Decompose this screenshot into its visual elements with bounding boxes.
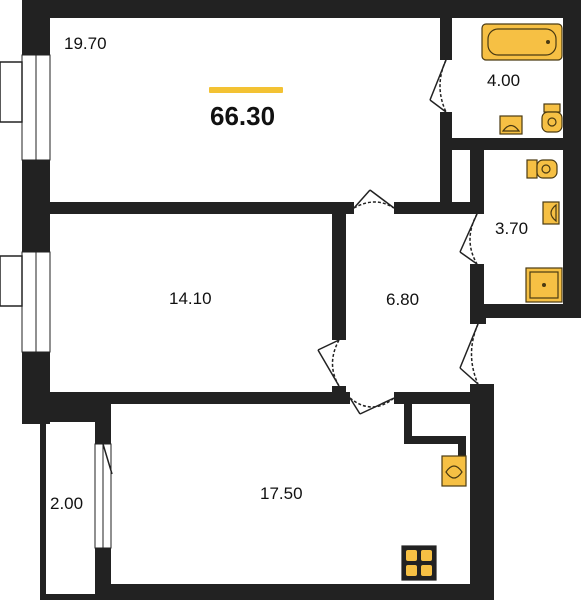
room-area-living: 19.70 xyxy=(64,34,107,53)
wc-bottom-wall xyxy=(470,304,581,318)
room-area-hall: 6.80 xyxy=(386,290,420,309)
living-bottom-wall2 xyxy=(394,202,476,214)
room-area-bedroom: 14.10 xyxy=(169,289,212,308)
bedroom-right-wall xyxy=(332,202,346,340)
door-toilet xyxy=(459,213,478,265)
sink-icon-wc xyxy=(542,201,560,225)
kitchen-left-wall-low xyxy=(95,548,111,600)
window-living xyxy=(0,54,51,161)
bottom-wall xyxy=(95,584,494,600)
niche-left xyxy=(404,404,412,442)
left-wall-mid xyxy=(22,160,50,252)
door-loggia xyxy=(102,443,113,475)
total-accent-bar xyxy=(209,87,283,93)
toilet-icon-wc xyxy=(526,159,558,179)
right-wall-lower2 xyxy=(470,384,494,600)
window-kitchen xyxy=(94,443,112,549)
living-right-wall xyxy=(440,0,452,60)
toilet-icon xyxy=(541,103,563,133)
doors xyxy=(102,59,479,475)
shower-tray-icon xyxy=(525,267,563,303)
bathtub-icon xyxy=(481,23,563,61)
total-area: 66.30 xyxy=(210,101,276,131)
door-bathroom xyxy=(429,59,447,113)
windows xyxy=(0,54,112,549)
right-wall-upper xyxy=(563,0,581,318)
wc-left-wall2 xyxy=(470,264,484,318)
living-right-wall2 xyxy=(440,112,452,214)
loggia-left-wall xyxy=(40,392,46,600)
niche-right xyxy=(458,436,466,456)
window-bedroom xyxy=(0,251,51,353)
room-area-toilet: 3.70 xyxy=(495,219,529,238)
door-hall xyxy=(459,323,479,385)
door-kitchen xyxy=(349,397,395,415)
bedroom-bottom-wall xyxy=(46,392,350,404)
room-area-bathroom: 4.00 xyxy=(487,71,521,90)
door-bedroom xyxy=(317,339,340,387)
niche-bottom xyxy=(404,436,464,444)
room-area-kitchen: 17.50 xyxy=(260,484,303,503)
stove-icon xyxy=(401,545,437,581)
wc-left-wall xyxy=(470,138,484,214)
loggia-bottom-wall xyxy=(40,594,111,600)
sink-icon-kitchen xyxy=(441,455,467,487)
left-wall-upper xyxy=(22,0,50,55)
living-bottom-wall xyxy=(46,202,354,214)
top-wall xyxy=(22,0,581,18)
door-living xyxy=(353,189,395,209)
room-area-loggia: 2.00 xyxy=(50,494,84,513)
sink-icon xyxy=(499,115,523,135)
walls xyxy=(22,0,581,600)
bath-bottom-wall xyxy=(440,138,581,150)
bedroom-bottom-wall2 xyxy=(394,392,486,404)
fixtures xyxy=(401,23,563,581)
